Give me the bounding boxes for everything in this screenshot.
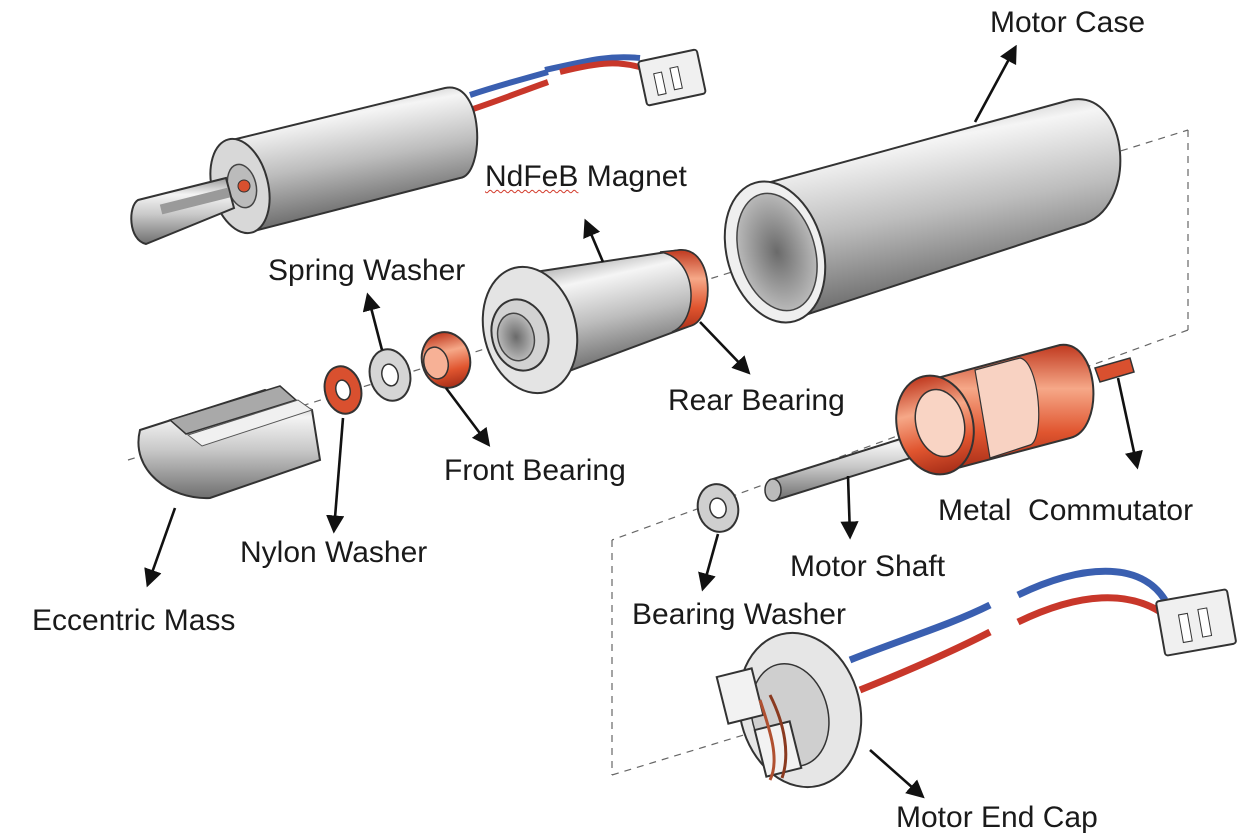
label-spring-washer: Spring Washer [268,254,466,287]
label-eccentric-mass: Eccentric Mass [32,604,236,637]
label-front-bearing: Front Bearing [444,454,626,487]
connector-icon [1155,588,1237,657]
motor-case [723,98,1122,324]
spring-washer [368,348,412,402]
nylon-washer [323,365,363,415]
assembled-motor [130,48,707,246]
label-nylon-washer: Nylon Washer [240,536,428,569]
label-bearing-washer: Bearing Washer [632,598,846,631]
ndfeb-magnet [481,248,709,395]
bearing-washer [696,483,740,533]
label-metal-commutator: Metal Commutator [938,494,1194,527]
label-magnet-suffix: Magnet [578,160,687,193]
label-motor-shaft: Motor Shaft [790,550,946,583]
label-ndfeb-prefix: NdFeB [485,160,579,193]
leader-arrows [144,44,1143,799]
label-ndfeb-magnet: NdFeB Magnet [485,162,687,192]
metal-commutator [764,343,1135,502]
motor-end-cap [715,567,1237,789]
connector-icon [637,48,707,107]
label-motor-end-cap: Motor End Cap [896,801,1098,834]
label-rear-bearing: Rear Bearing [668,384,845,417]
front-bearing [420,331,472,389]
eccentric-mass [137,385,322,500]
label-motor-case: Motor Case [990,6,1146,39]
